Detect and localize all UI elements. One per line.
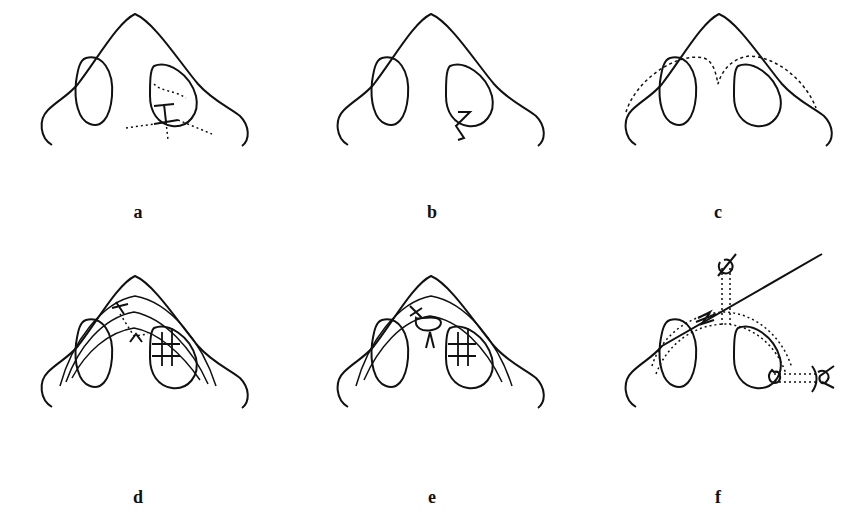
panel-letter: b <box>427 203 437 221</box>
panel-letter: f <box>715 488 721 506</box>
panel-letter: a <box>134 203 143 221</box>
panel-f-drawing <box>626 254 834 407</box>
panel-letter: e <box>428 488 436 506</box>
panel-c-drawing <box>626 14 832 146</box>
panel-e-drawing <box>338 276 544 408</box>
panel-d-drawing <box>42 276 248 408</box>
panel-letter: d <box>133 488 143 506</box>
panel-a-drawing <box>42 14 248 146</box>
panel-letter: c <box>714 203 722 221</box>
panel-b-drawing <box>338 14 544 146</box>
